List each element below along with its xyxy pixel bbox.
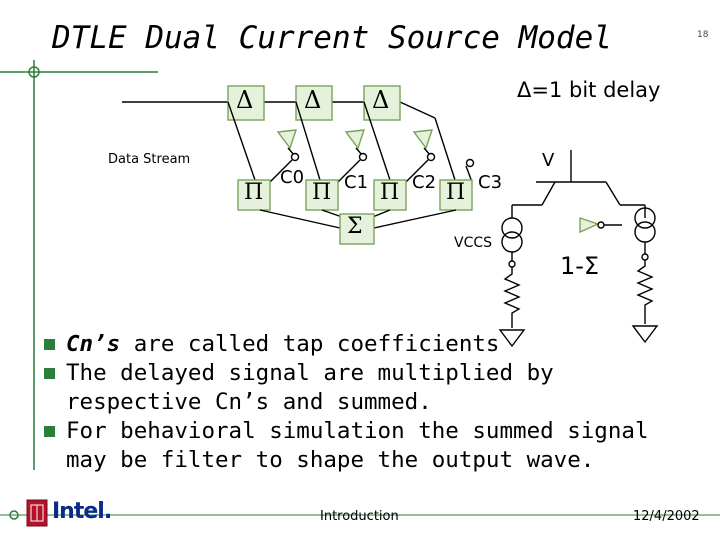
delay-note: Δ=1 bit delay bbox=[517, 78, 661, 102]
bullet-item: The delayed signal are multiplied by res… bbox=[44, 359, 684, 417]
coef-node-1 bbox=[358, 152, 368, 162]
tap-wire-3 bbox=[434, 117, 456, 181]
mult-symbol-2: Π bbox=[380, 180, 400, 205]
voltage-label: V bbox=[542, 150, 555, 171]
corner-dot bbox=[28, 66, 40, 78]
mult-symbol-0: Π bbox=[244, 180, 264, 205]
bullet-continuation: may be filter to shape the output wave. bbox=[66, 447, 595, 473]
delay-symbol-1: Δ bbox=[236, 86, 254, 114]
ground-left bbox=[498, 329, 526, 348]
mult-symbol-1: Π bbox=[312, 180, 332, 205]
tap-label-c0: C0 bbox=[280, 167, 305, 188]
coef-node-0 bbox=[290, 152, 300, 162]
current-source-left-top bbox=[501, 217, 523, 239]
sum-box bbox=[339, 213, 375, 245]
mult-box-2 bbox=[373, 179, 407, 211]
input-label: Data Stream bbox=[108, 152, 191, 167]
resistor-right bbox=[636, 260, 654, 324]
seal-logo-icon bbox=[26, 499, 48, 527]
resistor-left bbox=[503, 267, 521, 328]
coef-amp-1 bbox=[344, 129, 366, 150]
ground-right bbox=[631, 325, 659, 344]
bullet-emphasis: Cn’s bbox=[66, 331, 121, 357]
delay-box-3 bbox=[363, 85, 401, 121]
bullet-marker bbox=[44, 426, 55, 437]
bullet-continuation: respective Cn’s and summed. bbox=[66, 389, 432, 415]
complement-label: 1-Σ bbox=[560, 252, 600, 280]
slide-title: DTLE Dual Current Source Model bbox=[52, 20, 612, 56]
bullet-item: Cn’s are called tap coefficients bbox=[44, 330, 684, 359]
inverter bbox=[579, 217, 600, 234]
footer-date: 12/4/2002 bbox=[633, 509, 700, 524]
mult-box-1 bbox=[305, 179, 339, 211]
coef-amp-2 bbox=[412, 129, 434, 150]
vccs-label: VCCS bbox=[454, 235, 493, 251]
sum-symbol: Σ bbox=[347, 214, 363, 239]
sum-wire-0 bbox=[259, 209, 341, 229]
tap-wire-2 bbox=[363, 101, 391, 181]
tap-wire-0 bbox=[227, 101, 256, 181]
tap-label-c3: C3 bbox=[478, 172, 503, 193]
footer-section: Introduction bbox=[320, 509, 399, 524]
sum-wire-3 bbox=[373, 209, 457, 229]
mult-symbol-3: Π bbox=[446, 180, 466, 205]
page-number: 18 bbox=[697, 30, 709, 40]
mult-box-3 bbox=[439, 179, 473, 211]
intel-logo: Intel. bbox=[52, 499, 112, 524]
bullet-marker bbox=[44, 339, 55, 350]
coef-node-2 bbox=[426, 152, 436, 162]
wire-d3-out bbox=[399, 101, 436, 119]
bullet-text: For behavioral simulation the summed sig… bbox=[66, 418, 649, 444]
delay-box-2 bbox=[295, 85, 333, 121]
bullet-marker bbox=[44, 368, 55, 379]
current-source-right-top bbox=[634, 207, 656, 229]
bullet-text: The delayed signal are multiplied by bbox=[66, 360, 554, 386]
tap-label-c2: C2 bbox=[412, 172, 437, 193]
coef-amp-0 bbox=[276, 129, 298, 150]
coef-node-3 bbox=[465, 158, 475, 168]
mult-box-0 bbox=[237, 179, 271, 211]
delay-symbol-2: Δ bbox=[304, 86, 322, 114]
delay-symbol-3: Δ bbox=[372, 86, 390, 114]
bullet-item: For behavioral simulation the summed sig… bbox=[44, 417, 684, 475]
bullet-list: Cn’s are called tap coefficients The del… bbox=[44, 330, 684, 475]
delay-box-1 bbox=[227, 85, 265, 121]
bullet-text: are called tap coefficients bbox=[120, 331, 500, 357]
current-source-right-bottom bbox=[634, 221, 656, 243]
tap-label-c1: C1 bbox=[344, 172, 369, 193]
tap-wire-1 bbox=[295, 101, 321, 181]
footer-dot bbox=[9, 510, 19, 520]
current-source-left-bottom bbox=[501, 231, 523, 253]
